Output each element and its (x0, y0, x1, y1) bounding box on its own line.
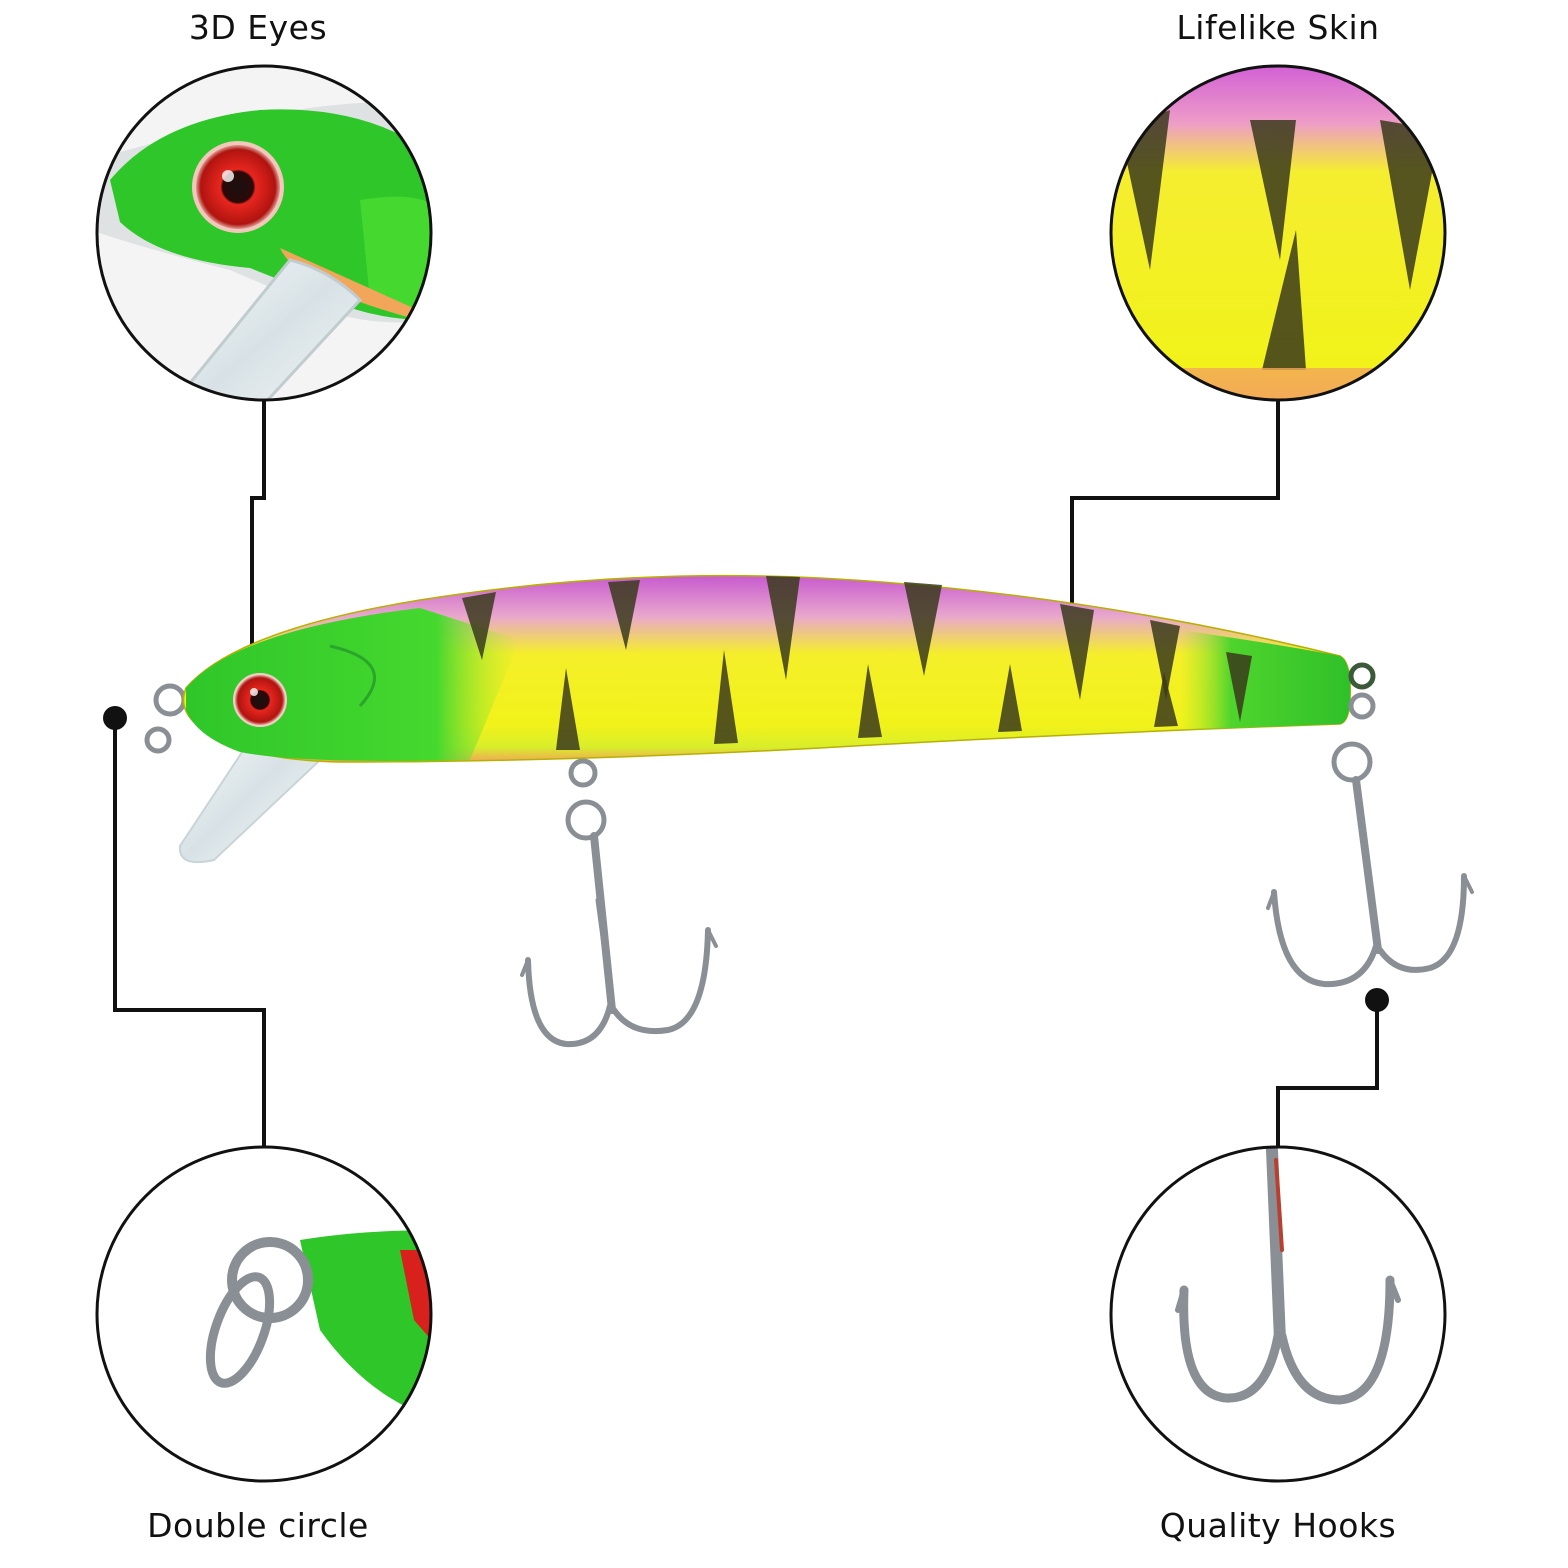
dot-hooks (1365, 988, 1389, 1012)
dot-circle (103, 706, 127, 730)
top-stripes (462, 576, 1180, 700)
bottom-stripes (556, 650, 1252, 750)
feature-label-eyes: 3D Eyes (188, 8, 328, 47)
tail-treble-hook (1266, 692, 1474, 988)
feature-label-skin: Lifelike Skin (1176, 8, 1380, 47)
detail-circle-eyes (95, 64, 433, 402)
detail-circle-skin (1109, 64, 1447, 402)
lure-tail (1180, 630, 1351, 730)
connector-skin (1070, 400, 1280, 640)
connector-eyes (250, 400, 266, 663)
feature-label-double-circle: Double circle (147, 1506, 369, 1545)
gill-line (329, 644, 377, 708)
belly-treble-hook (520, 758, 718, 1048)
feature-label-hooks: Quality Hooks (1159, 1506, 1397, 1545)
nose-split-ring (144, 683, 187, 754)
lure-eye (233, 673, 287, 727)
diving-lip (178, 726, 322, 864)
connector-circle (113, 718, 266, 1147)
connector-lines (113, 400, 1379, 1147)
connector-hooks (1276, 1000, 1379, 1147)
lure-head (186, 608, 520, 761)
detail-circle-hooks (1109, 1145, 1447, 1483)
detail-circle-rings (95, 1145, 433, 1483)
fishing-lure (144, 574, 1474, 1048)
tail-eyelet (1348, 662, 1376, 690)
